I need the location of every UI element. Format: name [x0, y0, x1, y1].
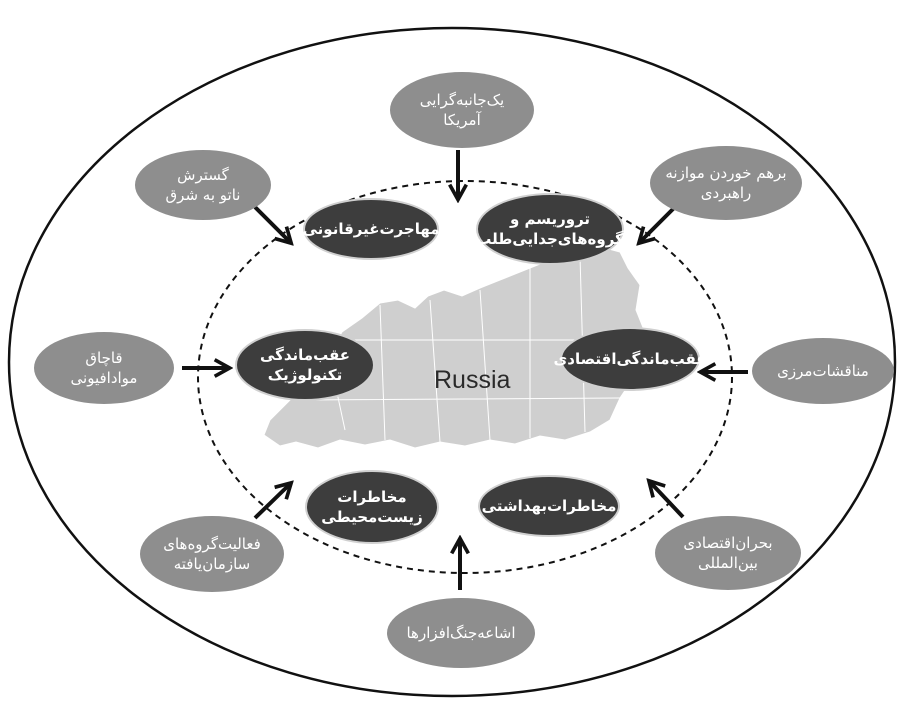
- inner-factor-environmental-risks: مخاطرات زیست‌محیطی: [305, 470, 439, 544]
- inner-boundary-dashed-ellipse: [197, 180, 733, 574]
- arrow-strategic-balance: [640, 205, 677, 242]
- inner-factor-economic-backwardness: عقب‌ماندگی‌اقتصادی: [554, 327, 707, 391]
- arrow-nato-expansion: [253, 205, 290, 242]
- outer-factor-international-economic-crisis: بحران‌اقتصادی بین‌المللی: [655, 516, 801, 590]
- inner-factor-health-risks: مخاطرات‌بهداشتی: [478, 475, 620, 537]
- outer-boundary-ellipse: [7, 26, 897, 698]
- outer-factor-nato-expansion: گسترش ناتو به شرق: [135, 150, 271, 220]
- inner-factor-illegal-migration: مهاجرت‌غیرقانونی: [302, 198, 440, 260]
- map-center-label: Russia: [434, 366, 511, 394]
- outer-factor-arms-proliferation: اشاعه‌جنگ‌افزارها: [387, 598, 535, 668]
- outer-factor-us-unilateralism: یک‌جانبه‌گرایی آمریکا: [390, 72, 534, 148]
- outer-factor-organized-crime: فعالیت‌گروه‌های سازمان‌یافته: [140, 516, 284, 592]
- inner-factor-terrorism-separatism: تروریسم و گروه‌های‌جدایی‌طلب: [476, 193, 624, 265]
- outer-factor-drug-trafficking: قاچاق موادافیونی: [34, 332, 174, 404]
- inner-factor-technological-backwardness: عقب‌ماندگی تکنولوژیک: [235, 329, 375, 401]
- arrow-organized-crime: [253, 484, 290, 520]
- outer-factor-strategic-balance: برهم خوردن موازنه راهبردی: [650, 146, 802, 220]
- outer-factor-border-disputes: مناقشات‌مرزی: [752, 338, 894, 404]
- arrow-international-economic-crisis: [650, 482, 685, 519]
